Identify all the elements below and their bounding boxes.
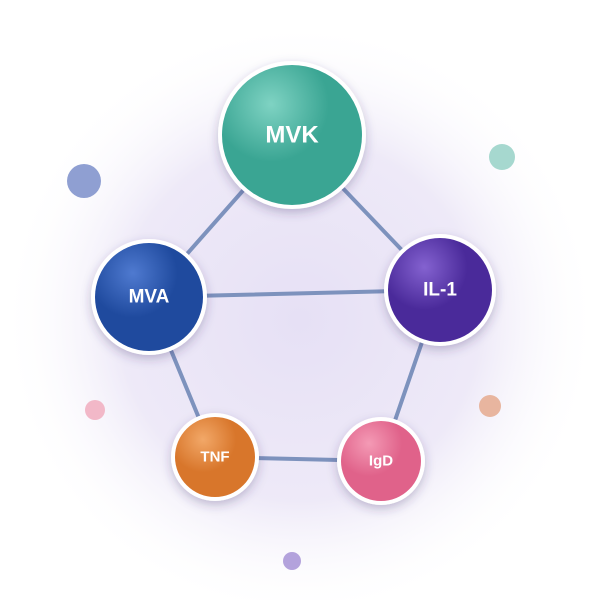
node-mvk-circle	[222, 65, 362, 205]
node-mvk: MVK	[218, 61, 366, 209]
dot-purple	[283, 552, 301, 570]
node-mva-label: MVA	[129, 287, 170, 308]
node-il1: IL-1	[384, 234, 496, 346]
node-tnf-circle	[175, 417, 255, 497]
node-mvk-label: MVK	[265, 122, 319, 149]
background-glow	[0, 20, 600, 600]
decorative-dots	[67, 144, 515, 570]
node-igd: IgD	[337, 417, 425, 505]
node-igd-label: IgD	[369, 453, 393, 470]
dot-blue	[67, 164, 101, 198]
node-tnf: TNF	[171, 413, 259, 501]
node-il1-label: IL-1	[423, 280, 457, 301]
node-tnf-label: TNF	[200, 449, 229, 466]
node-mva: MVA	[91, 239, 207, 355]
node-il1-circle	[388, 238, 492, 342]
dot-teal	[489, 144, 515, 170]
dot-pink	[85, 400, 105, 420]
node-mva-circle	[95, 243, 203, 351]
node-igd-circle	[341, 421, 421, 501]
dot-peach	[479, 395, 501, 417]
